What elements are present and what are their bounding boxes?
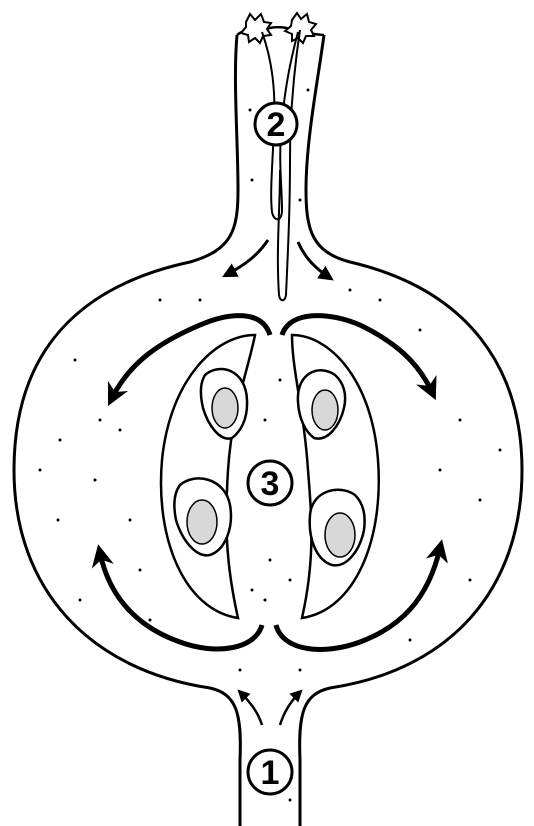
svg-text:2: 2 bbox=[267, 106, 286, 144]
flow-arrow bbox=[280, 692, 300, 725]
svg-text:1: 1 bbox=[261, 754, 280, 792]
flow-arrow bbox=[240, 692, 262, 725]
speckle-dots bbox=[39, 89, 502, 802]
label-1: 1 bbox=[248, 750, 292, 794]
pollen-grain-icon bbox=[285, 13, 316, 43]
flow-arrow bbox=[226, 240, 268, 275]
label-3: 3 bbox=[248, 461, 292, 505]
flow-arrow bbox=[298, 242, 330, 278]
svg-text:3: 3 bbox=[261, 465, 280, 503]
pollen-grain-icon bbox=[241, 14, 271, 43]
flower-outline bbox=[14, 35, 522, 826]
label-2: 2 bbox=[255, 103, 297, 145]
